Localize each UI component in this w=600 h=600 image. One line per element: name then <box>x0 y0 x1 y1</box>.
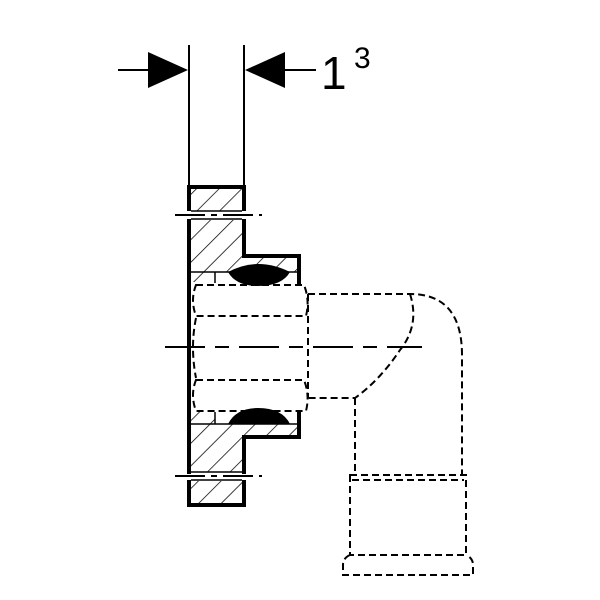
dimension-marker <box>118 45 316 186</box>
dimension-superscript: 3 <box>354 42 371 75</box>
arrow-left-icon <box>245 52 285 88</box>
pipe-elbow-hidden <box>192 284 474 576</box>
seal-ring <box>228 264 290 424</box>
center-lines <box>165 214 422 477</box>
arrow-right-icon <box>148 52 188 88</box>
dimension-value: 1 <box>321 47 347 99</box>
